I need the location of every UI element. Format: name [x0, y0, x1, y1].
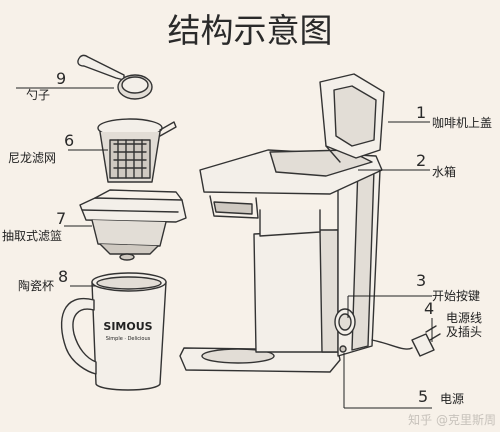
mug-slogan-text: Simple · Delicious: [106, 336, 151, 342]
leader-lines: [16, 87, 433, 409]
coffee-machine-illustration: [179, 73, 441, 373]
callout-2: 2 水箱: [416, 151, 456, 179]
callout-7: 7 抽取式滤篮: [2, 209, 66, 243]
callout-3: 3 开始按键: [416, 271, 480, 303]
callout-5: 5 电源: [418, 387, 464, 406]
callout-number: 6: [64, 131, 74, 150]
callout-number: 9: [56, 69, 66, 88]
ceramic-mug-illustration: SIMOUS Simple · Delicious: [60, 272, 167, 391]
callout-label: 水箱: [432, 164, 456, 179]
callout-9: 9 勺子: [26, 69, 66, 102]
page-title: 结构示意图: [168, 11, 333, 50]
callout-number: 8: [58, 267, 68, 286]
callout-4: 4 电源线 及插头: [424, 299, 482, 339]
callout-label: 抽取式滤篮: [2, 228, 62, 243]
mug-brand-text: SIMOUS: [103, 320, 152, 333]
callout-number: 2: [416, 151, 426, 170]
callout-number: 7: [56, 209, 66, 228]
callout-1: 1 咖啡机上盖: [416, 103, 492, 130]
callout-8: 8 陶瓷杯: [18, 267, 68, 293]
callout-number: 4: [424, 299, 434, 318]
callout-number: 5: [418, 387, 428, 406]
callout-label: 陶瓷杯: [18, 278, 54, 293]
nylon-filter-illustration: [97, 118, 177, 183]
callout-number: 1: [416, 103, 426, 122]
watermark-text: 知乎 @克里斯周: [408, 413, 496, 427]
callout-label-line1: 电源线: [446, 311, 482, 325]
callout-number: 3: [416, 271, 426, 290]
spoon-illustration: [77, 54, 153, 100]
callout-label: 尼龙滤网: [8, 151, 56, 165]
callout-label: 电源: [440, 392, 464, 406]
filter-basket-illustration: [79, 189, 187, 261]
callout-6: 6 尼龙滤网: [8, 131, 74, 165]
callout-label: 咖啡机上盖: [432, 115, 492, 130]
callout-label-line2: 及插头: [446, 325, 482, 339]
callout-label: 开始按键: [432, 289, 480, 303]
callout-label: 勺子: [26, 88, 50, 102]
